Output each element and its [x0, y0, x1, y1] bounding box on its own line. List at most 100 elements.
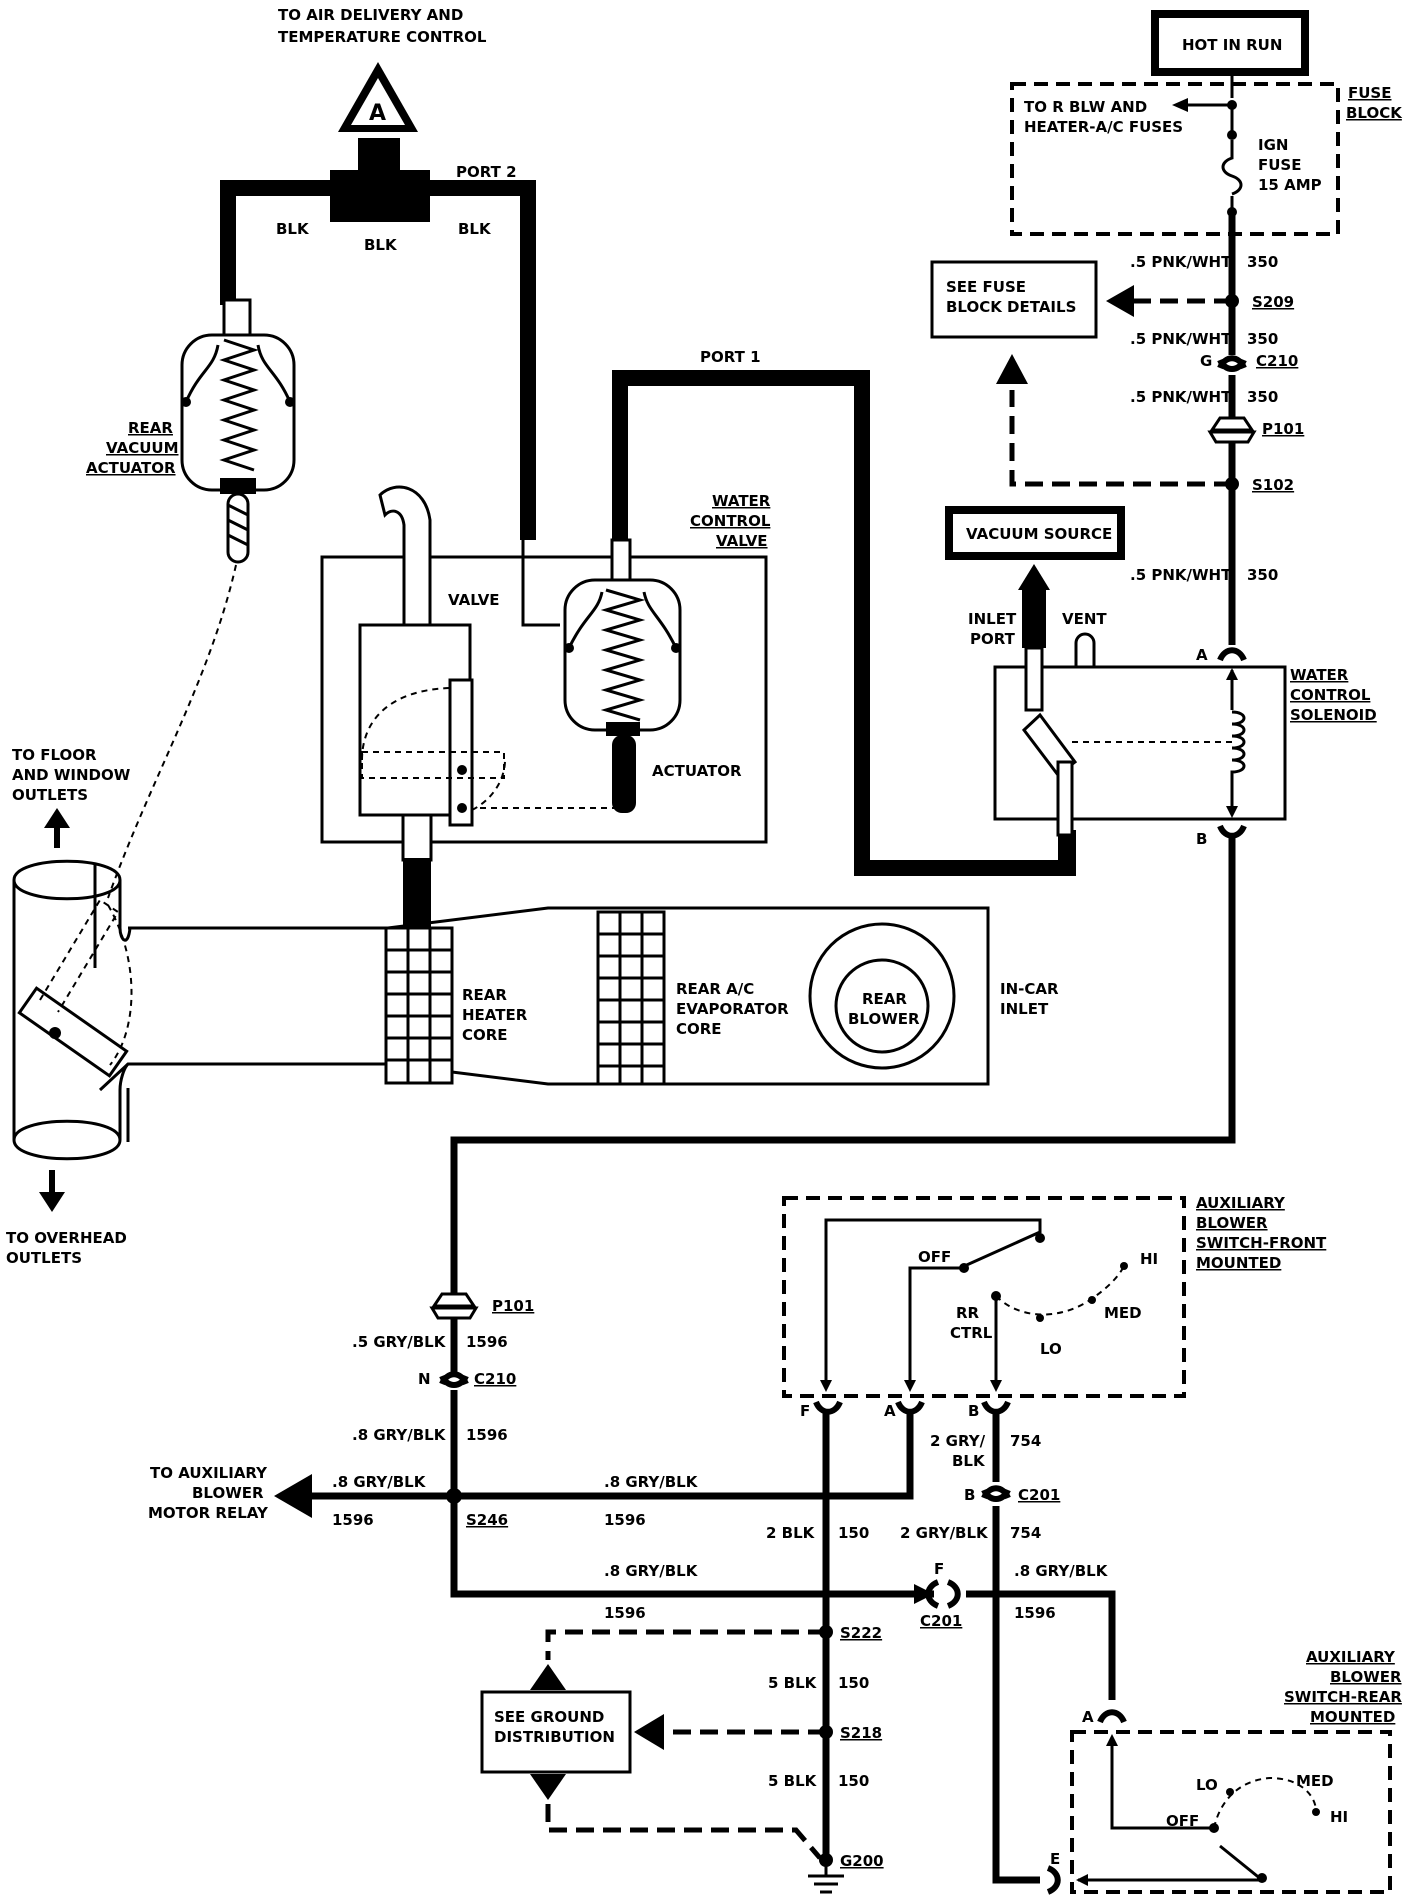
wire-1596-num-1: 1596: [466, 1333, 508, 1351]
rear-switch-pin-e-icon: [1046, 1865, 1061, 1895]
wire-1596-label-4: .8 GRY/BLK: [604, 1473, 699, 1491]
fuse-block-label-1: FUSE: [1348, 84, 1391, 102]
see-fuse-arrowhead-icon: [1106, 285, 1134, 317]
ign-fuse-label-1: IGN: [1258, 136, 1288, 154]
inlet-port-tube: [1022, 588, 1046, 648]
aux-blower-switch-rear: AUXILIARY BLOWER SWITCH-REAR MOUNTED A E…: [1046, 1648, 1402, 1895]
front-switch-pin-f-label: F: [800, 1402, 810, 1420]
mode-door-alt-position: [39, 898, 133, 1066]
connector-p101-bottom-icon: [1207, 430, 1257, 444]
solenoid-plunger: [1021, 712, 1078, 778]
port2-label: PORT 2: [456, 163, 517, 181]
valve-flap: [361, 687, 451, 761]
evaporator-grid-lines: [598, 912, 664, 1084]
valve-actuator-spring-icon: [600, 588, 646, 722]
air-delivery-reference: TO AIR DELIVERY AND TEMPERATURE CONTROL …: [278, 6, 487, 222]
front-switch-arrow-a: [904, 1380, 916, 1392]
wire-754-num-1: 754: [1010, 1432, 1041, 1450]
front-switch-pin-a-label: A: [884, 1402, 896, 1420]
vacuum-hose-left: [220, 180, 340, 305]
hot-in-run-label: HOT IN RUN: [1182, 36, 1282, 54]
inlet-port-label-2: PORT: [970, 630, 1016, 648]
to-air-delivery-label-1: TO AIR DELIVERY AND: [278, 6, 463, 24]
rear-switch-a-arrow: [1106, 1734, 1118, 1746]
connector-c201-b-bottom-icon: [981, 1488, 1011, 1502]
p101-label-top: P101: [1262, 420, 1304, 438]
front-switch-label-1: AUXILIARY: [1196, 1194, 1286, 1212]
rear-blower-label-2: BLOWER: [848, 1010, 920, 1028]
rear-switch-pin-a-label: A: [1082, 1708, 1094, 1726]
wire-350-label-2: .5 PNK/WHT: [1130, 330, 1232, 348]
front-switch-pivot: [1035, 1233, 1045, 1243]
to-rblw-label-1: TO R BLW AND: [1024, 98, 1147, 116]
overhead-outlet-label-1: TO OVERHEAD: [6, 1229, 127, 1247]
ground-up-arrowhead-icon: [530, 1664, 566, 1690]
rear-switch-label-1: AUXILIARY: [1306, 1648, 1396, 1666]
rear-actuator-body: [180, 333, 296, 492]
to-relay-arrowhead-icon: [274, 1474, 312, 1518]
wire-1596-label-1: .5 GRY/BLK: [352, 1333, 447, 1351]
water-control-valve-label-2: CONTROL: [690, 512, 771, 530]
valve-actuator-rod: [612, 735, 636, 813]
wire-1596-num-4: 1596: [604, 1511, 646, 1529]
rear-switch-e-arrow: [1076, 1874, 1088, 1886]
rear-switch-a-line: [1110, 1740, 1210, 1830]
mode-door-blade: [17, 986, 129, 1078]
wire-1596-label-6: .8 GRY/BLK: [1014, 1562, 1109, 1580]
solenoid-coil-icon: [1230, 710, 1246, 778]
rear-switch-positions: [1213, 1776, 1317, 1829]
wire-1596-to-rear-switch: [966, 1590, 1116, 1700]
water-control-solenoid: VACUUM SOURCE INLET PORT VENT A B WATER …: [945, 506, 1377, 875]
front-switch-dashed-box: [782, 1196, 1186, 1398]
c210-label-top: C210: [1256, 352, 1298, 370]
front-switch-pin-f-icon: [813, 1400, 843, 1415]
ign-fuse-label-2: FUSE: [1258, 156, 1301, 174]
hose-blk-label-2: BLK: [364, 236, 398, 254]
valve-pivot-2: [457, 803, 467, 813]
wire-1596-num-6: 1596: [1014, 1604, 1056, 1622]
water-control-solenoid-label-2: CONTROL: [1290, 686, 1371, 704]
ign-fuse-label-3: 15 AMP: [1258, 176, 1322, 194]
valve-actuator-diaphragm: [567, 591, 678, 649]
duct-pipe-bottom-ellipse: [12, 1119, 122, 1141]
connector-c210-n-bottom-icon: [439, 1374, 469, 1388]
floor-outlet-arrowhead-icon: [44, 808, 70, 828]
front-switch-pin-b-icon: [981, 1400, 1011, 1415]
see-fuse-return-dashed: [1009, 390, 1232, 487]
rear-switch-e-line: [1078, 1844, 1267, 1882]
wire-150-num-2: 150: [838, 1674, 869, 1692]
ground-down-arrowhead-icon: [530, 1774, 566, 1800]
wire-1596-num-5: 1596: [604, 1604, 646, 1622]
in-car-inlet-label-1: IN-CAR: [1000, 980, 1059, 998]
ground-left-arrowhead-icon: [634, 1714, 664, 1750]
rear-switch-dashed-box: [1070, 1730, 1392, 1894]
c201-label-f: C201: [920, 1612, 962, 1630]
valve-actuator-hose-left: [521, 540, 560, 627]
duct-outline: [93, 865, 990, 1142]
front-switch-positions: [995, 1265, 1125, 1316]
c210-pin-n-label: N: [418, 1370, 431, 1388]
solenoid-pin-b-label: B: [1196, 830, 1207, 848]
see-ground-box: [480, 1690, 632, 1774]
wire-754-label-1a: 2 GRY/: [930, 1432, 986, 1450]
g200-label: G200: [840, 1852, 884, 1870]
front-switch-rr-label-1: RR: [956, 1304, 980, 1322]
solenoid-pin-a-icon: [1217, 647, 1247, 662]
rear-switch-lo-label: LO: [1196, 1776, 1218, 1794]
rear-vacuum-actuator-label-3: ACTUATOR: [86, 459, 176, 477]
evaporator-label-3: CORE: [676, 1020, 722, 1038]
to-rblw-arrowhead-icon: [1172, 98, 1188, 112]
front-switch-wiper: [824, 1218, 1042, 1388]
valve-flap-2: [471, 759, 506, 811]
front-switch-lo-label: LO: [1040, 1340, 1062, 1358]
s246-label: S246: [466, 1511, 508, 1529]
circuit-1596: P101 .5 GRY/BLK 1596 N C210 .8 GRY/BLK 1…: [148, 836, 1236, 1700]
solenoid-coil-arrow-down: [1226, 806, 1238, 818]
valve-pivot-1: [457, 765, 467, 775]
see-ground-label-1: SEE GROUND: [494, 1708, 604, 1726]
wire-1596-arrow-icon: [914, 1584, 934, 1604]
c201-pin-b-label: B: [964, 1486, 975, 1504]
water-control-valve: WATER CONTROL VALVE VALVE ACTUATOR: [320, 485, 771, 928]
fuse-block-dashed-box: [1010, 82, 1340, 236]
